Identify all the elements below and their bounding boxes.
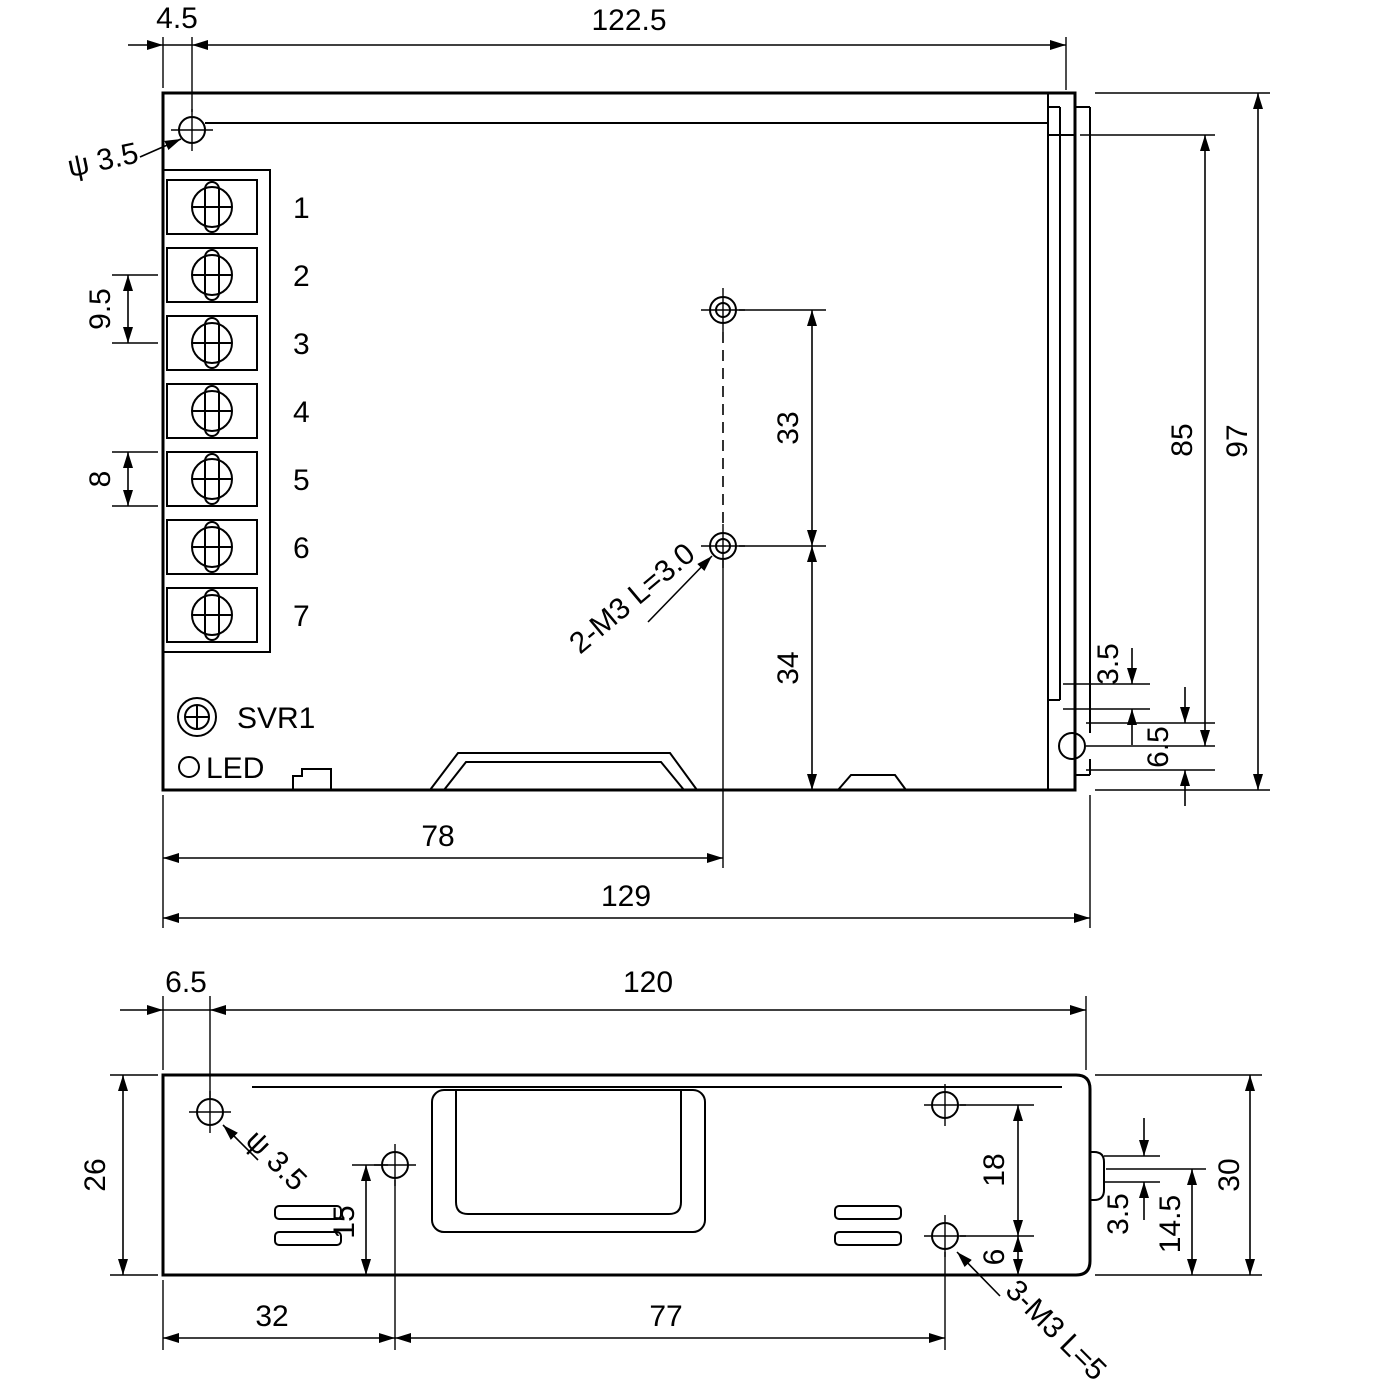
terminal-6-label: 6 — [293, 532, 310, 565]
dim-34-label: 34 — [772, 651, 805, 684]
dim-terminal-pitch-9-5: 9.5 — [84, 274, 158, 344]
bottom-edge-features — [292, 752, 907, 791]
dim-3-5-label: 3.5 — [1092, 643, 1125, 685]
dim-terminal-pitch-8: 8 — [84, 451, 158, 507]
terminal-2: 2 — [166, 247, 310, 303]
dim-120-label: 120 — [623, 966, 673, 999]
side-outline — [161, 1073, 1105, 1277]
dim-14-5: 14.5 — [1106, 1168, 1206, 1275]
dim-18: 18 — [960, 1104, 1034, 1237]
side-hole-diameter-note: ψ 3.5 — [222, 1124, 313, 1198]
terminal-5: 5 — [166, 451, 310, 507]
dim-30-label: 30 — [1213, 1158, 1246, 1191]
dim-122-5-label: 122.5 — [591, 4, 666, 37]
dim-26-label: 26 — [79, 1158, 112, 1191]
dim-33-label: 33 — [772, 411, 805, 444]
terminal-6: 6 — [166, 519, 310, 575]
dim-26: 26 — [79, 1074, 158, 1276]
dim-120: 120 — [210, 966, 1087, 1070]
top-view: ψ 3.5 1 2 — [65, 2, 1270, 928]
terminal-4-label: 4 — [293, 396, 310, 429]
dim-34: 34 — [772, 546, 817, 790]
dim-129: 129 — [163, 795, 1091, 928]
dim-33: 33 — [739, 309, 826, 547]
dim-6-label: 6 — [978, 1249, 1011, 1266]
dim-30: 30 — [1095, 1074, 1262, 1276]
dim-78: 78 — [162, 560, 724, 928]
dim-77-label: 77 — [649, 1300, 682, 1333]
svr1-label: SVR1 — [237, 702, 315, 735]
dim-32-label: 32 — [255, 1300, 288, 1333]
m3-note-leader: 2-M3 L=3.0 — [563, 537, 713, 660]
dim-8-label: 8 — [84, 471, 117, 488]
dim-6-5-label: 6.5 — [1142, 726, 1175, 768]
terminal-1: 1 — [166, 179, 310, 235]
dim-18-label: 18 — [978, 1153, 1011, 1186]
dim-4-5-label: 4.5 — [156, 2, 198, 35]
dim-85-label: 85 — [1166, 423, 1199, 456]
dim-6-5-side-label: 6.5 — [165, 966, 207, 999]
vent-slots — [274, 1205, 902, 1246]
dim-32: 32 — [162, 1180, 396, 1350]
dim-3-5-top-view: 3.5 — [1063, 643, 1150, 745]
side-hole-right-top-icon — [924, 1084, 966, 1126]
dim-122-5: 122.5 — [192, 4, 1067, 90]
terminal-2-label: 2 — [293, 260, 310, 293]
led-label: LED — [206, 752, 264, 785]
hole-diameter-label: ψ 3.5 — [65, 137, 142, 184]
dim-6: 6 — [978, 1236, 1023, 1275]
dim-15-label: 15 — [328, 1205, 361, 1238]
dim-3-5-side-label: 3.5 — [1102, 1193, 1135, 1235]
dim-14-5-label: 14.5 — [1154, 1195, 1187, 1253]
dim-78-label: 78 — [421, 820, 454, 853]
dim-3-5-side: 3.5 — [1102, 1118, 1160, 1235]
center-opening — [431, 1089, 706, 1233]
dim-97-label: 97 — [1221, 424, 1254, 457]
led-icon — [178, 756, 200, 778]
side-tab — [1090, 1151, 1105, 1201]
dim-85: 85 — [1080, 134, 1215, 747]
dim-9-5-label: 9.5 — [84, 288, 117, 330]
terminal-block: 1 2 3 4 — [162, 169, 310, 653]
terminal-3-label: 3 — [293, 328, 310, 361]
terminal-5-label: 5 — [293, 464, 310, 497]
side-hole-diameter-label: ψ 3.5 — [239, 1124, 313, 1198]
side-m3-note-label: 3-M3 L=5 — [999, 1274, 1113, 1388]
terminal-3: 3 — [166, 315, 310, 371]
m3-hole-bottom-icon — [701, 524, 745, 568]
terminal-7: 7 — [166, 587, 310, 643]
side-view: ψ 3.5 15 — [79, 966, 1262, 1387]
m3-hole-top-icon — [701, 288, 745, 332]
dim-77: 77 — [395, 1252, 946, 1350]
terminal-4: 4 — [166, 383, 310, 439]
terminal-1-label: 1 — [293, 192, 310, 225]
dim-15: 15 — [328, 1164, 388, 1275]
corner-mounting-hole-icon — [171, 109, 213, 151]
side-m3-note: 3-M3 L=5 — [956, 1251, 1113, 1388]
side-hole-right-bottom-icon — [924, 1215, 966, 1257]
dim-6-5-top-view: 6.5 — [1086, 687, 1215, 806]
dim-129-label: 129 — [601, 880, 651, 913]
dim-6-5-side: 6.5 — [120, 966, 211, 1100]
potentiometer-icon — [177, 697, 217, 737]
m3-note-label: 2-M3 L=3.0 — [563, 537, 701, 660]
dim-97: 97 — [1095, 92, 1270, 791]
terminal-7-label: 7 — [293, 600, 310, 633]
